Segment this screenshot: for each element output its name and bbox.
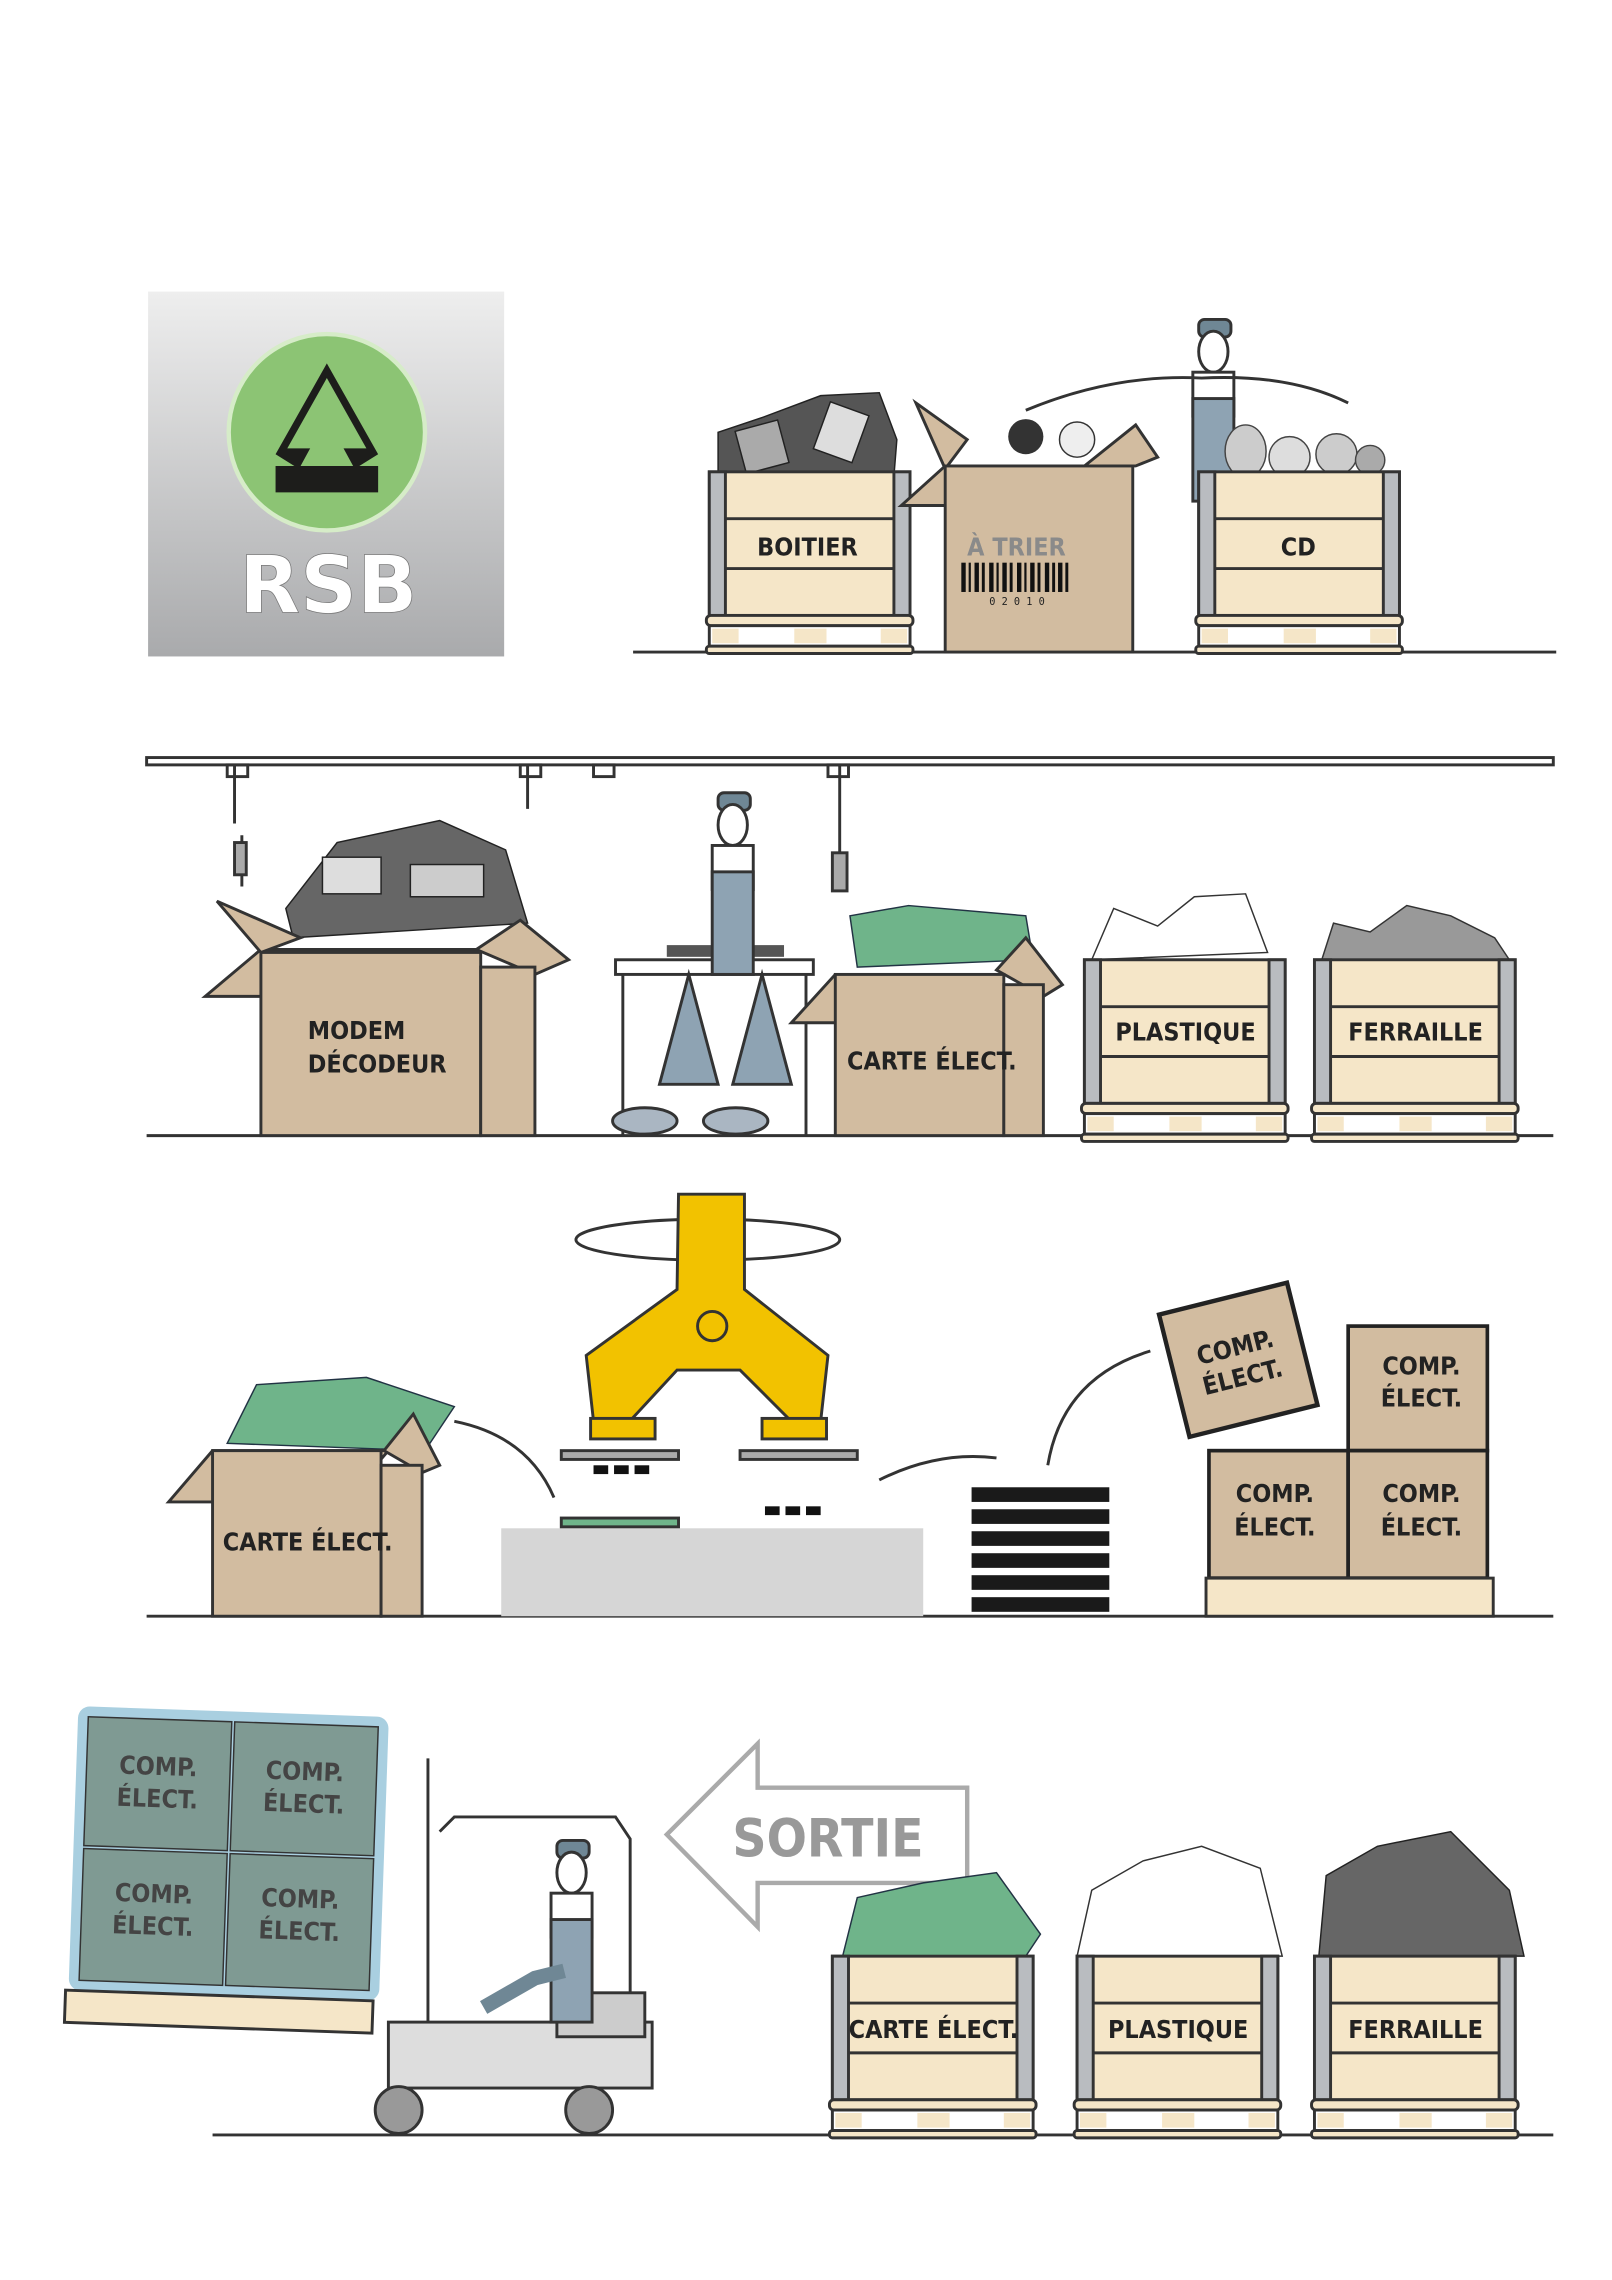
box-label-carte-elect: CARTE ÉLECT. bbox=[223, 1527, 393, 1556]
box-label-comp: COMP. bbox=[1382, 1479, 1460, 1508]
crate-label-cd: CD bbox=[1281, 532, 1316, 561]
box-label-comp: COMP. bbox=[119, 1751, 198, 1783]
scrap-pile bbox=[1320, 904, 1511, 961]
box-label-comp: COMP. bbox=[265, 1756, 344, 1788]
box-label-comp: COMP. bbox=[114, 1878, 193, 1910]
wrapped-pallet: COMP. ÉLECT. COMP. ÉLECT. COMP. ÉLECT. C… bbox=[62, 1706, 389, 2035]
forklift bbox=[373, 1758, 654, 2135]
box-label-elect: ÉLECT. bbox=[1381, 1384, 1462, 1413]
box-label-decodeur: DÉCODEUR bbox=[308, 1050, 447, 1079]
logo-text: RSB bbox=[239, 539, 417, 631]
scrap-pile bbox=[1318, 1830, 1525, 1957]
barcode-number: 0 2 0 1 0 bbox=[989, 596, 1045, 608]
box-label-elect: ÉLECT. bbox=[1381, 1513, 1462, 1542]
box-label-elect: ÉLECT. bbox=[258, 1915, 340, 1947]
hanging-screwdriver-icon bbox=[225, 763, 850, 893]
robot-joint-icon bbox=[696, 1309, 729, 1343]
worker-figure bbox=[710, 791, 755, 976]
plastic-pile bbox=[1090, 893, 1269, 961]
row-3-component-extraction: CARTE ÉLECT. COMP. ÉLECT. COMP. ÉLECT. bbox=[146, 1192, 1554, 1618]
crate-label-ferraille: FERRAILLE bbox=[1348, 1017, 1483, 1046]
tilted-component-box: COMP. ÉLECT. bbox=[1156, 1280, 1321, 1440]
box-carte-elect: CARTE ÉLECT. bbox=[165, 1376, 456, 1618]
box-a-trier: À TRIER 0 2 0 1 0 bbox=[897, 398, 1160, 654]
pcb-pile bbox=[841, 1871, 1042, 1957]
crate-label-plastique: PLASTIQUE bbox=[1108, 2015, 1248, 2044]
row-2-dismantling: MODEM DÉCODEUR CARTE ÉLECT. PLASTIQUE FE… bbox=[145, 756, 1555, 1143]
exit-sign-text: SORTIE bbox=[732, 1809, 923, 1870]
box-label-comp: COMP. bbox=[261, 1883, 340, 1915]
box-label-carte-elect: CARTE ÉLECT. bbox=[847, 1047, 1017, 1076]
modem-pile bbox=[285, 819, 529, 939]
wheel-icon bbox=[373, 2085, 424, 2135]
box-label-modem: MODEM bbox=[308, 1016, 406, 1045]
box-label-a-trier: À TRIER bbox=[967, 532, 1066, 561]
exit-arrow-sign: SORTIE bbox=[663, 1738, 970, 1933]
box-label-elect: ÉLECT. bbox=[116, 1783, 198, 1815]
box-label-comp: COMP. bbox=[1236, 1479, 1314, 1508]
crate-label-boitier: BOITIER bbox=[757, 532, 858, 561]
crate-label-plastique: PLASTIQUE bbox=[1115, 1017, 1255, 1046]
box-modem-decodeur: MODEM DÉCODEUR bbox=[201, 899, 572, 1138]
box-label-elect: ÉLECT. bbox=[112, 1910, 194, 1942]
crate-label-carte-elect: CARTE ÉLECT. bbox=[849, 2015, 1019, 2044]
row-4-shipping: COMP. ÉLECT. COMP. ÉLECT. COMP. ÉLECT. C… bbox=[62, 1706, 1554, 2140]
wheel-icon bbox=[564, 2085, 615, 2135]
box-label-elect: ÉLECT. bbox=[1234, 1513, 1315, 1542]
cd-pile bbox=[1224, 424, 1386, 479]
cases-pile bbox=[717, 391, 898, 477]
component-box: COMP. ÉLECT. bbox=[1207, 1448, 1350, 1580]
conveyor-table bbox=[501, 1528, 924, 1617]
plastic-pile bbox=[1076, 1845, 1284, 1957]
component-box: COMP. ÉLECT. bbox=[1346, 1448, 1490, 1580]
component-box: COMP. ÉLECT. bbox=[1346, 1324, 1490, 1453]
crate-label-ferraille: FERRAILLE bbox=[1348, 2015, 1483, 2044]
robot-arm bbox=[559, 1192, 859, 1516]
barcode bbox=[961, 562, 1069, 592]
rsb-logo: RSB bbox=[148, 291, 505, 657]
box-label-elect: ÉLECT. bbox=[263, 1788, 345, 1820]
row-1-sorting: BOITIER À TRIER 0 2 0 1 0 CD bbox=[633, 317, 1557, 655]
chip-stack bbox=[971, 1487, 1110, 1612]
box-carte-elect: CARTE ÉLECT. bbox=[788, 904, 1065, 1138]
box-label-comp: COMP. bbox=[1382, 1351, 1460, 1380]
